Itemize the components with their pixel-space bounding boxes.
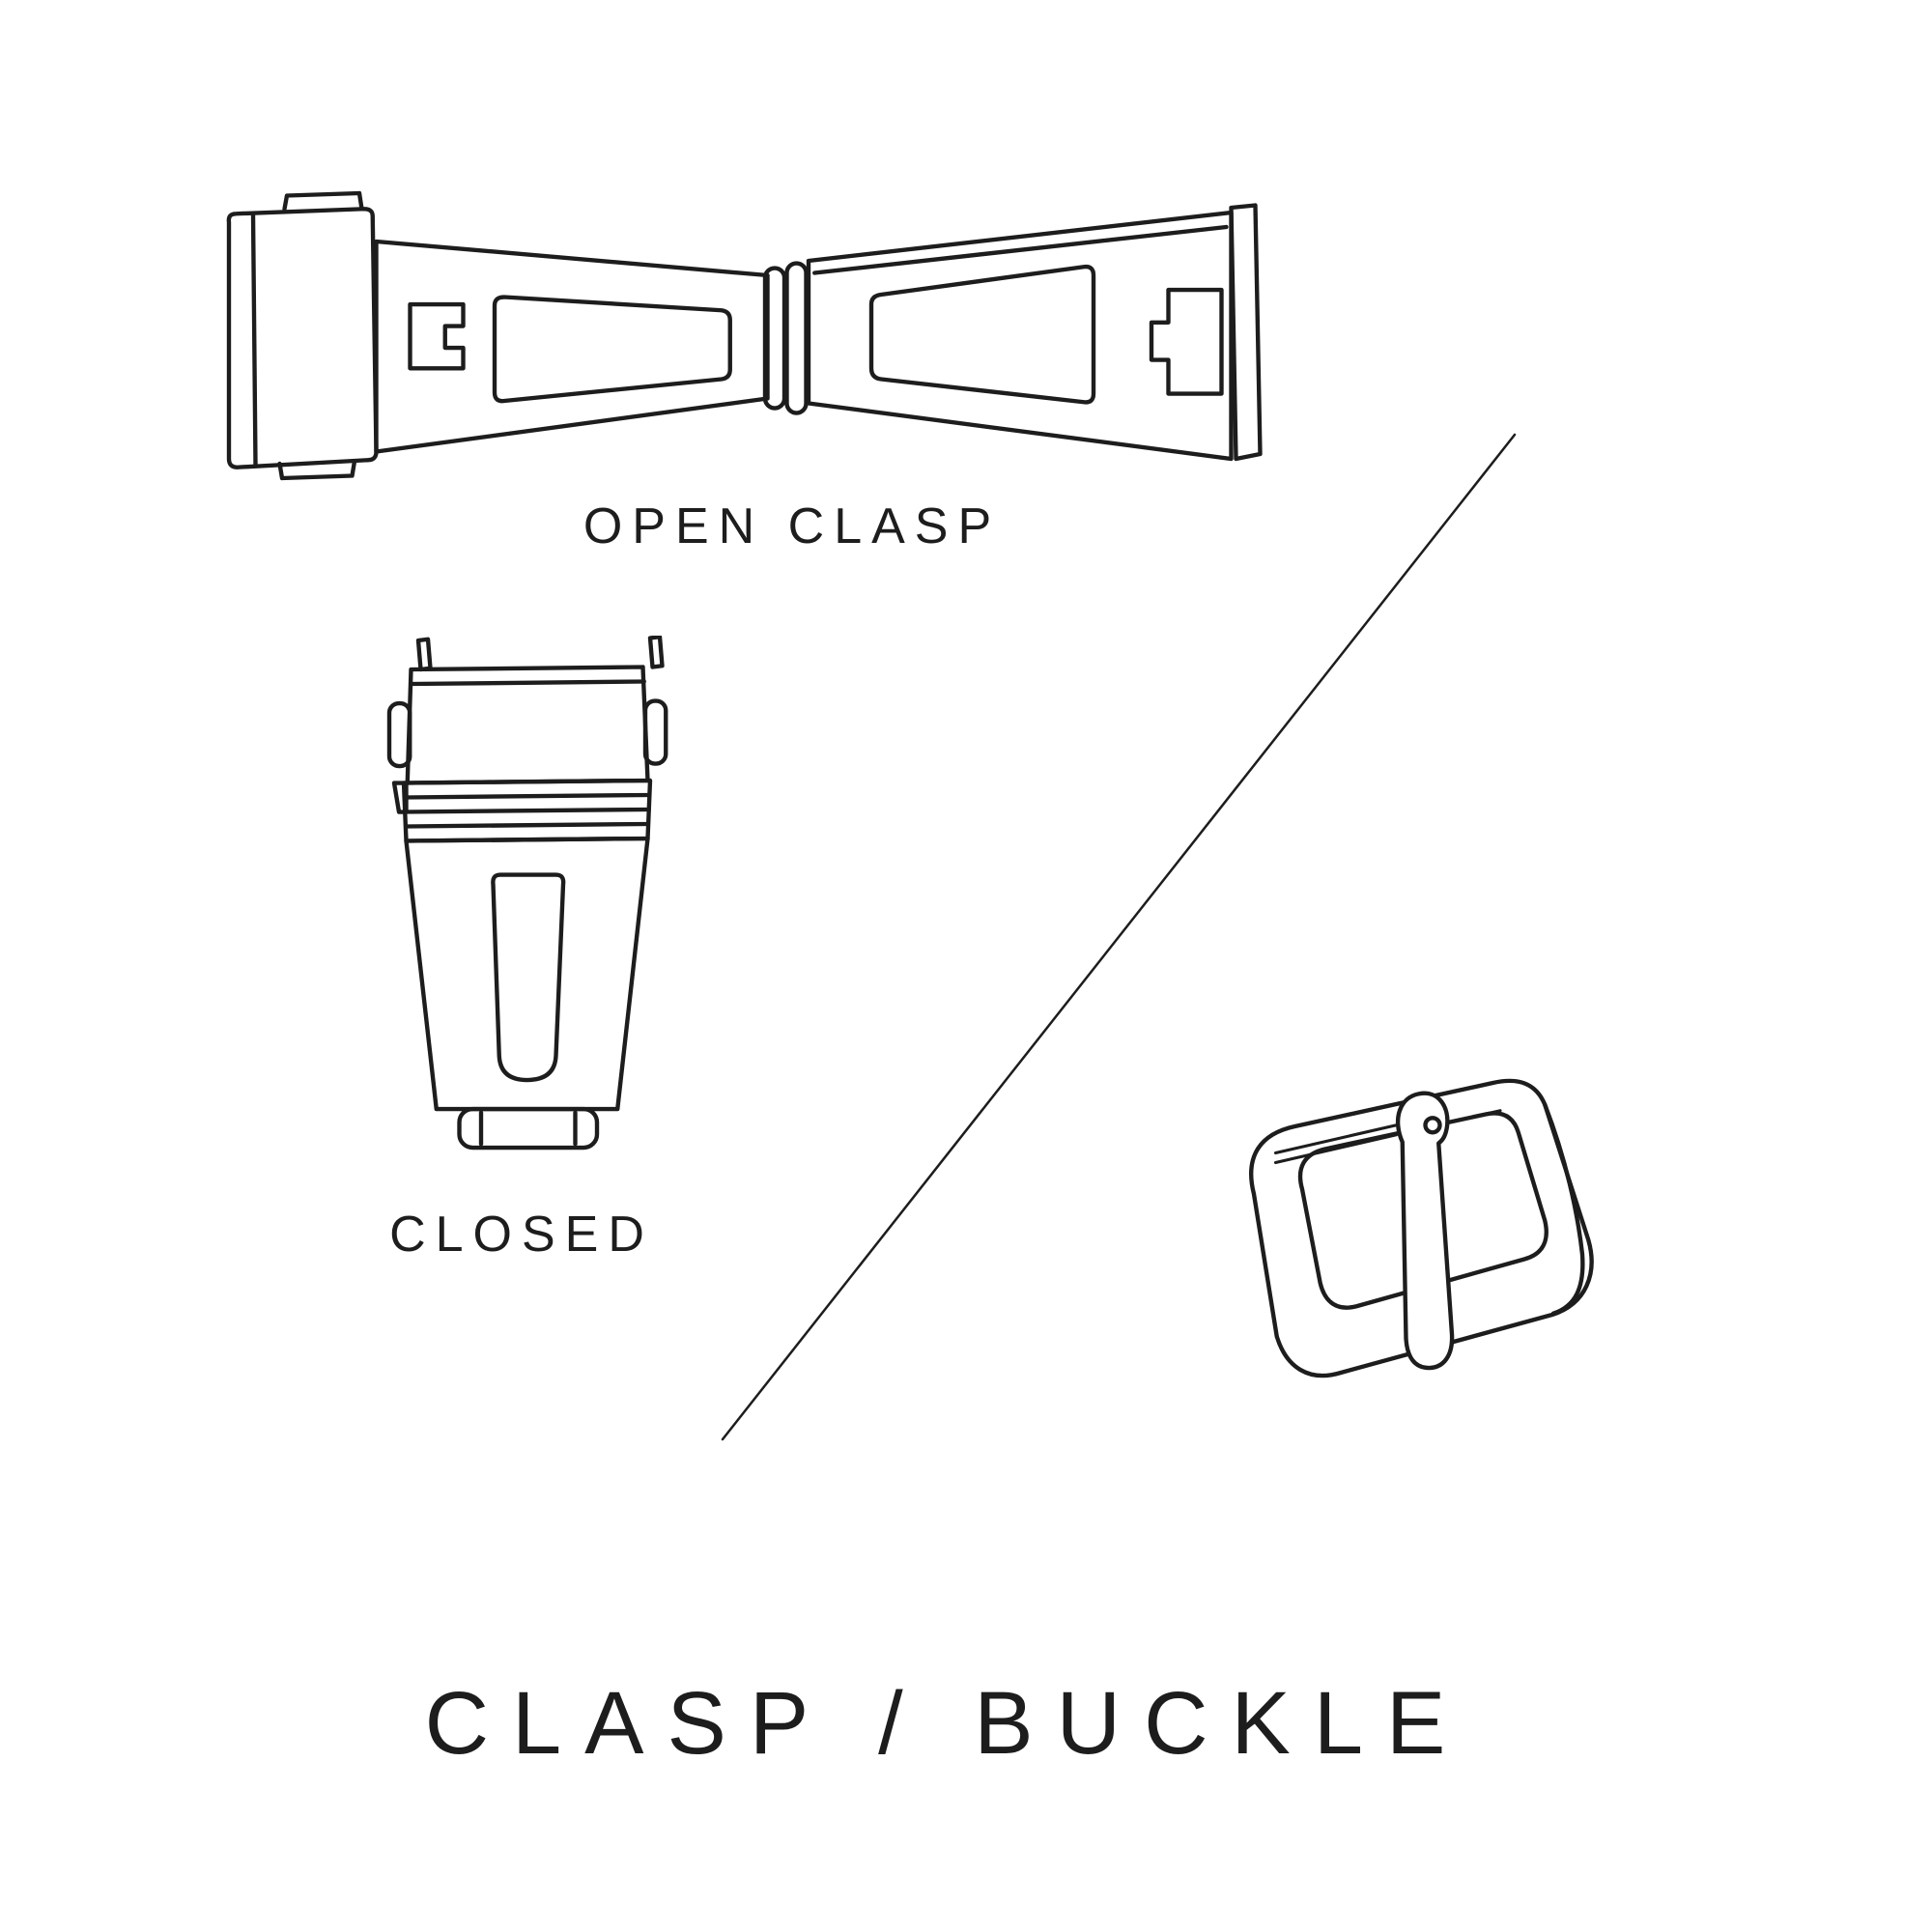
open-clasp-drawing	[226, 190, 1263, 481]
tang-buckle-drawing	[1249, 1078, 1594, 1378]
buckle-illustration	[1206, 1059, 1606, 1387]
diagonal-divider	[715, 427, 1526, 1449]
open-clasp-illustration	[214, 179, 1267, 483]
diagonal-divider-line	[721, 433, 1517, 1441]
closed-clasp-illustration	[375, 636, 679, 1181]
diagram-title: CLASP / BUCKLE	[424, 1674, 1469, 1773]
closed-label: CLOSED	[389, 1207, 654, 1263]
open-clasp-label: OPEN CLASP	[582, 498, 1002, 554]
closed-clasp-drawing	[386, 636, 668, 1151]
